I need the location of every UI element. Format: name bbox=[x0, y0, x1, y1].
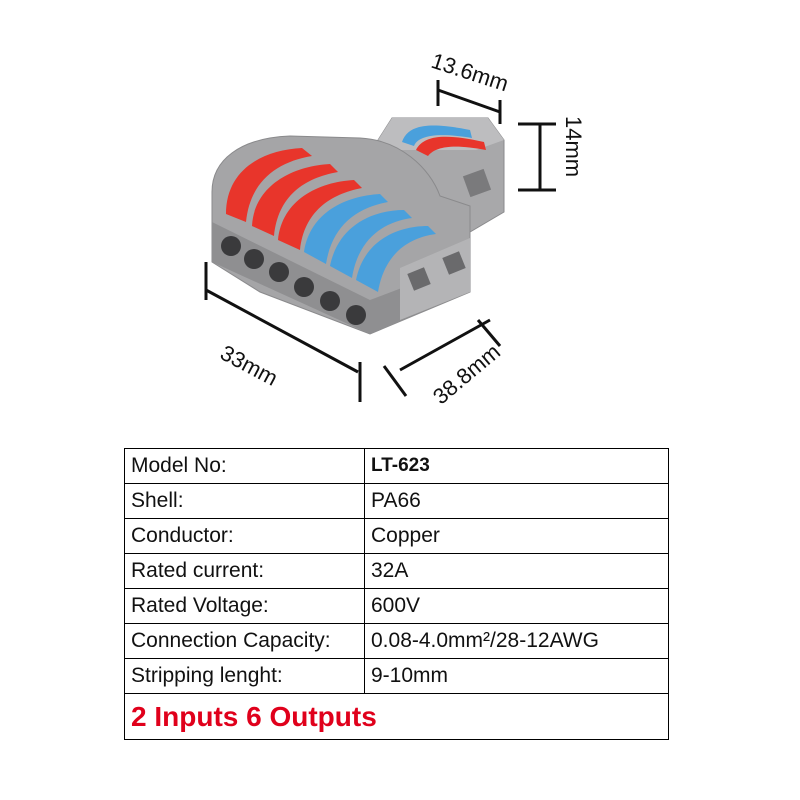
lever-blue-3 bbox=[356, 226, 436, 292]
dim-label-height: 14mm bbox=[561, 116, 586, 178]
dim-tick bbox=[382, 365, 408, 397]
lever-blue-2 bbox=[330, 210, 412, 278]
product-figure: 13.6mm 14mm 33mm 38.8mm bbox=[204, 48, 586, 409]
spec-row-conductor: Conductor: Copper bbox=[124, 518, 669, 554]
dimension-lines bbox=[204, 80, 556, 402]
spec-row-voltage: Rated Voltage: 600V bbox=[124, 588, 669, 624]
output-levers bbox=[226, 148, 436, 292]
lever-red-1 bbox=[226, 148, 312, 222]
dim-tick bbox=[476, 319, 502, 347]
spec-label: Rated Voltage: bbox=[124, 588, 365, 624]
spec-label: Shell: bbox=[124, 483, 365, 519]
lever-red-2 bbox=[252, 164, 338, 236]
spec-row-model: Model No: LT-623 bbox=[124, 448, 669, 484]
spec-label: Stripping lenght: bbox=[124, 658, 365, 694]
spec-row-stripping: Stripping lenght: 9-10mm bbox=[124, 658, 669, 694]
dim-line-top-width bbox=[437, 88, 501, 114]
lever-blue-1 bbox=[304, 194, 388, 264]
spec-value: 9-10mm bbox=[364, 658, 669, 694]
spec-table: Model No: LT-623 Shell: PA66 Conductor: … bbox=[124, 448, 669, 740]
inputs-outputs-label: 2 Inputs 6 Outputs bbox=[124, 693, 669, 740]
spec-label: Model No: bbox=[124, 448, 365, 484]
spec-row-current: Rated current: 32A bbox=[124, 553, 669, 589]
lever-red-3 bbox=[278, 180, 362, 250]
spec-row-shell: Shell: PA66 bbox=[124, 483, 669, 519]
spec-label: Rated current: bbox=[124, 553, 365, 589]
spec-row-capacity: Connection Capacity: 0.08-4.0mm²/28-12AW… bbox=[124, 623, 669, 659]
spec-value: 32A bbox=[364, 553, 669, 589]
spec-value: Copper bbox=[364, 518, 669, 554]
spec-label: Conductor: bbox=[124, 518, 365, 554]
dim-line-depth bbox=[399, 318, 491, 372]
spec-row-footer: 2 Inputs 6 Outputs bbox=[124, 693, 669, 740]
spec-value: LT-623 bbox=[364, 448, 669, 484]
spec-value: 600V bbox=[364, 588, 669, 624]
spec-value: 0.08-4.0mm²/28-12AWG bbox=[364, 623, 669, 659]
spec-label: Connection Capacity: bbox=[124, 623, 365, 659]
spec-value: PA66 bbox=[364, 483, 669, 519]
dim-line-length bbox=[205, 288, 359, 374]
connector-illustration bbox=[204, 80, 556, 402]
